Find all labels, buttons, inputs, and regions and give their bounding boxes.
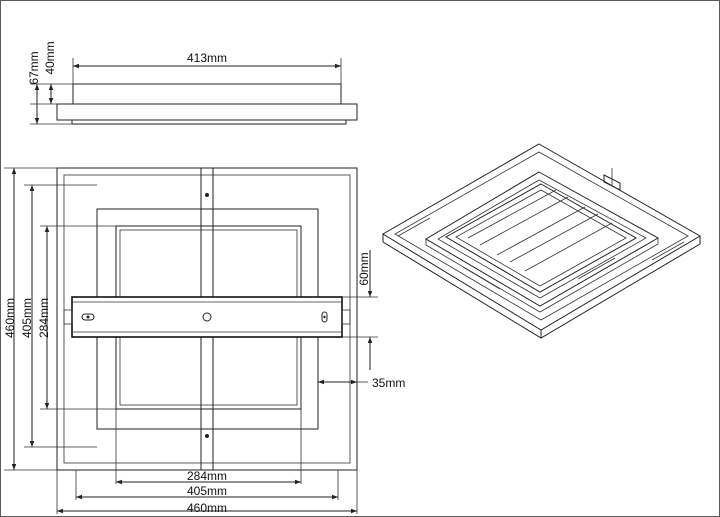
bracket-height-dimension [342,250,378,370]
bracket-slot-left [81,313,95,321]
top-view-horizontal-dimensions [56,409,358,514]
mounting-bracket [71,296,343,338]
iso-middle-frame [425,171,660,307]
dim-bracket-height: 60mm [357,252,371,285]
top-view-vertical-dimensions [4,167,116,471]
dim-side-height-total: 67mm [27,51,41,84]
dim-side-width: 413mm [187,51,227,65]
side-view-body [72,83,342,105]
iso-mount-tab [603,174,621,191]
dim-horizontal-460: 460mm [187,501,227,515]
dim-edge-offset: 35mm [372,376,405,390]
dim-vertical-460: 460mm [3,298,17,338]
side-view-base [71,119,347,125]
dim-vertical-284: 284mm [37,298,51,338]
dim-side-height-body: 40mm [43,41,57,74]
screw-bottom [205,434,209,438]
side-view-plate [56,103,358,121]
isometric-view [382,143,701,339]
dim-horizontal-405: 405mm [187,484,227,498]
dim-vertical-405: 405mm [20,298,34,338]
side-view [30,58,358,125]
bracket-center-hole [202,312,212,322]
bracket-slot-right [321,311,328,323]
screw-top [205,193,209,197]
dim-horizontal-284: 284mm [187,469,227,483]
iso-outer-frame [382,143,701,331]
top-view [56,167,358,471]
iso-inner-panel [444,183,638,293]
